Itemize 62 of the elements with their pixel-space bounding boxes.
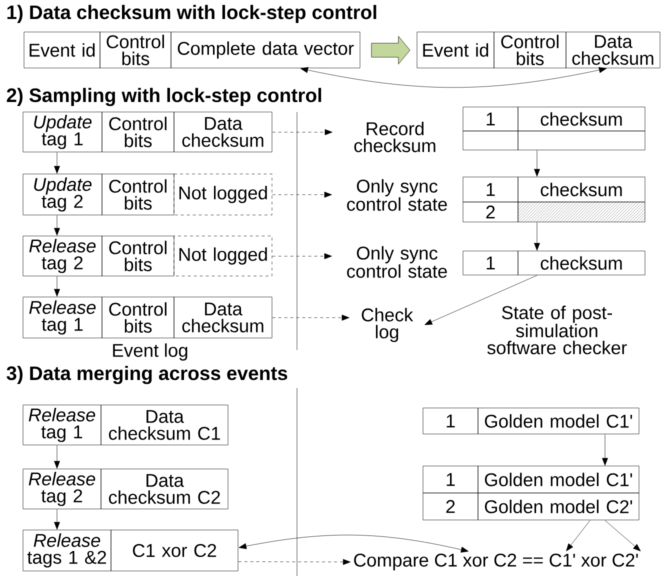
arrow	[534, 222, 540, 251]
arrow	[534, 150, 540, 177]
caption-text: State of post-simulation software checker	[487, 306, 627, 354]
node-label: Control bits	[109, 302, 166, 333]
action-label: Only sync control state	[347, 246, 447, 278]
arrow	[54, 509, 60, 530]
state-table: 1 checksum	[462, 106, 646, 150]
node-label: 2	[446, 500, 455, 513]
arrow	[54, 445, 60, 469]
node-label: Update tag 1	[34, 114, 92, 150]
double-arrow	[238, 534, 469, 553]
record-row: Release tag 1 Data checksum C1	[22, 404, 228, 446]
state-table: 1 checksum 2	[462, 176, 646, 222]
dashed-arrow	[272, 253, 332, 260]
node-label: 1	[446, 414, 455, 428]
arrow	[54, 276, 60, 297]
arrow	[54, 152, 60, 174]
arrow	[54, 215, 60, 236]
double-arrow	[300, 67, 607, 88]
arrow	[424, 275, 538, 325]
state-table: 1 checksum	[462, 250, 646, 276]
record-row: Update tag 1 Control bits Data checksum	[22, 112, 272, 152]
node-label: Control bits	[109, 179, 166, 210]
dashed-arrow	[272, 192, 332, 198]
node-label: 1	[446, 473, 455, 486]
node-label: Event id	[30, 43, 95, 57]
node-label: Control bits	[109, 116, 166, 148]
node-label: Release tag 2	[28, 472, 96, 506]
node-label: 2	[486, 206, 495, 218]
node-label: Release tags 1 &2	[27, 533, 106, 568]
arrow	[566, 520, 590, 552]
node-label: Release tag 1	[28, 408, 96, 442]
section-heading: 2) Sampling with lock-step control	[6, 88, 322, 106]
node-label: Event id	[423, 43, 488, 57]
node-label: Update tag 2	[34, 177, 92, 212]
comparison-text: Compare C1 xor C2 == C1' xor C2'	[354, 554, 638, 570]
node-label: Control bits	[106, 34, 164, 66]
dashed-arrow	[272, 314, 350, 321]
node-label: Control bits	[109, 240, 166, 272]
state-table: 1 Golden model C1'	[422, 408, 640, 434]
action-label: Only sync control state	[347, 179, 447, 211]
section-heading: 1) Data checksum with lock-step control	[7, 4, 376, 24]
arrow	[602, 434, 608, 466]
node-label: Golden model C2'	[484, 500, 632, 514]
record-row: Release tags 1 &2 C1 xor C2	[22, 530, 238, 572]
section-heading: 3) Data merging across events	[6, 366, 288, 384]
arrow	[604, 520, 641, 552]
node-label: Control bits	[501, 34, 558, 66]
node-label: 1	[486, 183, 495, 196]
dashed-arrow	[238, 559, 351, 565]
caption-text: Event log	[113, 343, 188, 361]
record-row: Release tag 1 Control bits Data checksum	[22, 296, 272, 338]
state-table: 1 Golden model C1' 2 Golden model C2'	[422, 466, 640, 520]
action-label: Check log	[362, 308, 414, 342]
node-label: Release tag 1	[29, 300, 96, 335]
action-label: Record checksum	[354, 122, 436, 152]
node-label: 1	[486, 112, 495, 126]
node-label: 1	[486, 256, 495, 270]
node-label: Release tag 2	[29, 238, 96, 274]
dashed-arrow	[272, 129, 332, 136]
block-arrow	[371, 36, 410, 64]
record-row: Release tag 2 Data checksum C2	[22, 468, 228, 510]
